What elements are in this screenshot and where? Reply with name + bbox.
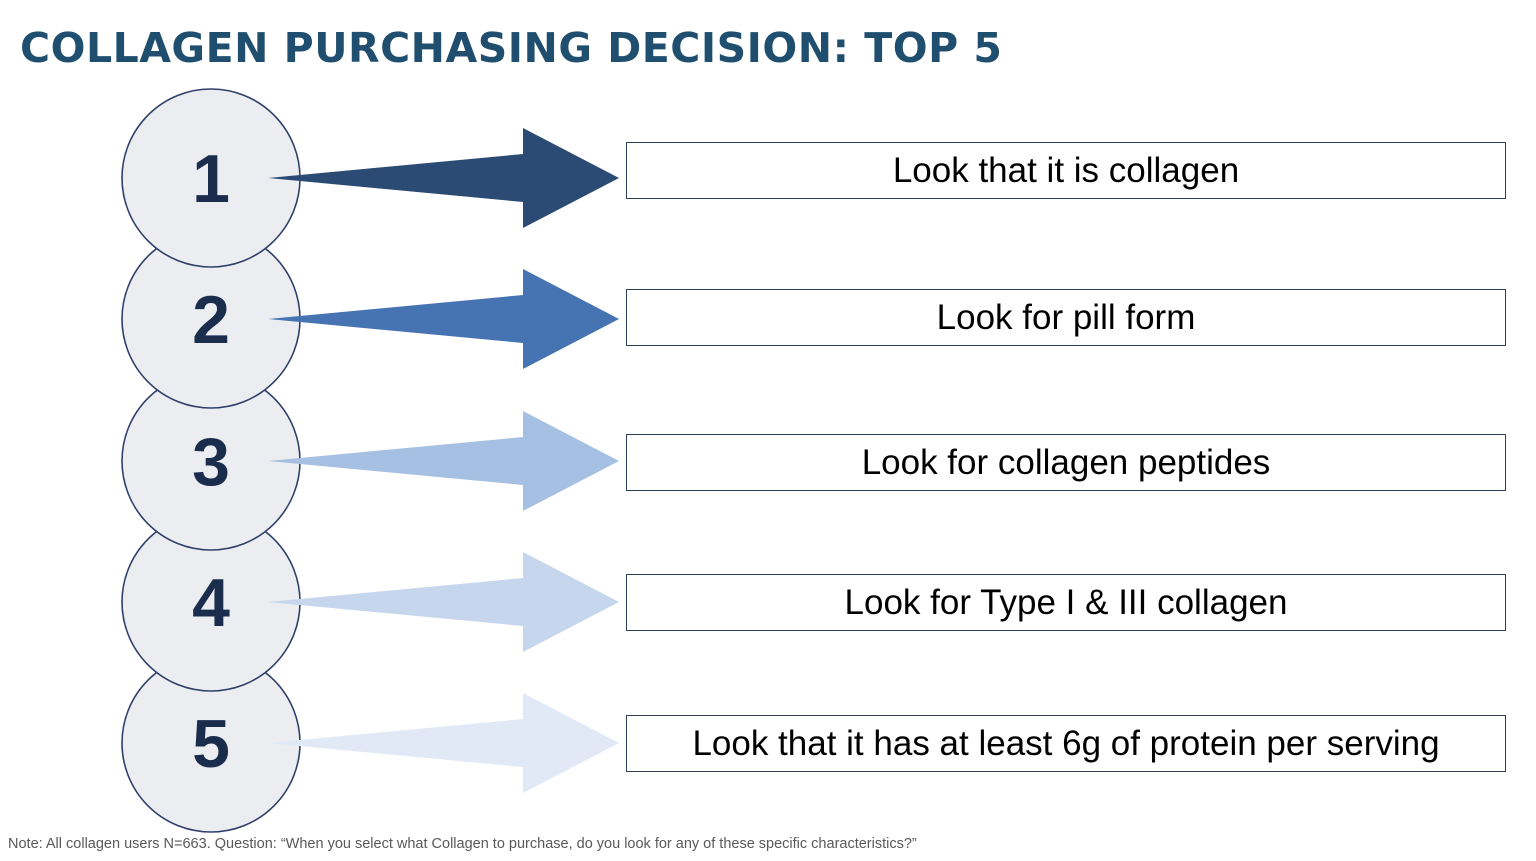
item-box-4: Look for Type I & III collagen xyxy=(626,574,1506,631)
item-label-2: Look for pill form xyxy=(936,297,1196,337)
rank-arrow-2 xyxy=(268,269,619,369)
rank-number-4: 4 xyxy=(192,565,230,641)
rank-arrow-5 xyxy=(268,693,619,793)
item-box-2: Look for pill form xyxy=(626,289,1506,346)
rank-arrows xyxy=(268,128,619,793)
rank-number-2: 2 xyxy=(192,282,230,358)
item-label-4: Look for Type I & III collagen xyxy=(844,582,1288,622)
item-label-5: Look that it has at least 6g of protein … xyxy=(692,723,1440,763)
rank-arrow-3 xyxy=(268,411,619,511)
rank-number-3: 3 xyxy=(192,424,230,500)
rank-arrow-4 xyxy=(268,552,619,652)
item-label-3: Look for collagen peptides xyxy=(861,442,1271,482)
item-label-1: Look that it is collagen xyxy=(892,150,1240,190)
item-box-5: Look that it has at least 6g of protein … xyxy=(626,715,1506,772)
rank-number-1: 1 xyxy=(192,141,230,217)
rank-circle-1: 1 xyxy=(121,88,301,268)
rank-arrow-1 xyxy=(268,128,619,228)
footnote: Note: All collagen users N=663. Question… xyxy=(8,836,917,852)
item-box-1: Look that it is collagen xyxy=(626,142,1506,199)
rank-number-5: 5 xyxy=(192,706,230,782)
rank-circles: 5 4 3 2 1 xyxy=(121,88,301,833)
rank-circle-2: 2 xyxy=(121,229,301,409)
page-title: COLLAGEN PURCHASING DECISION: TOP 5 xyxy=(20,24,1003,72)
item-box-3: Look for collagen peptides xyxy=(626,434,1506,491)
